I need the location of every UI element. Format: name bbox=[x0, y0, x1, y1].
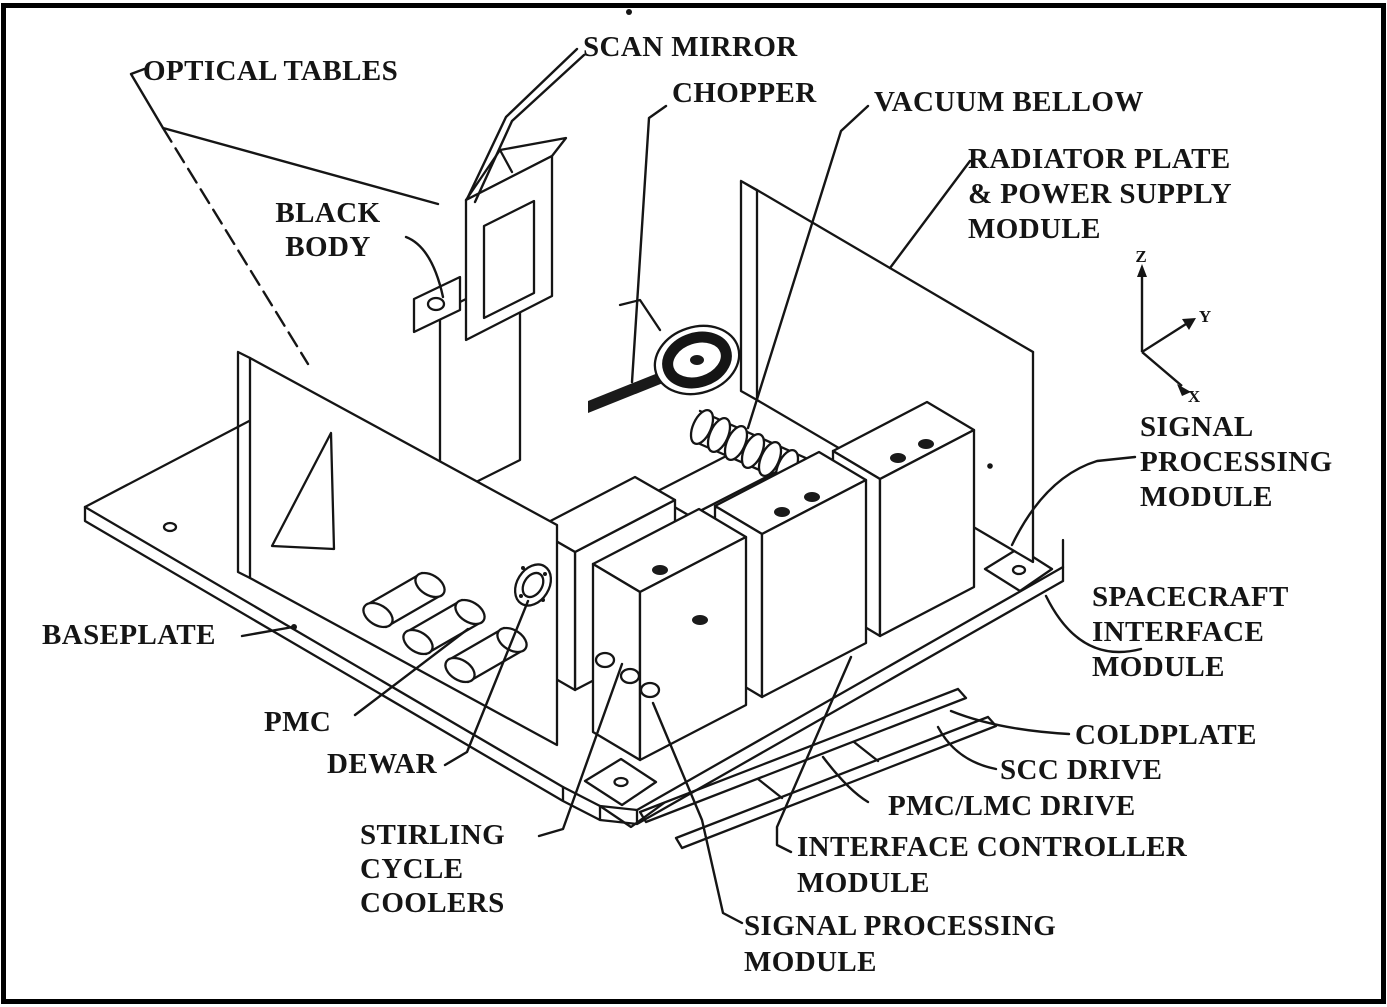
label-radiator-power-supply: RADIATOR PLATE & POWER SUPPLY MODULE bbox=[968, 143, 1232, 245]
leader-coldplate bbox=[949, 709, 1071, 736]
label-pmc: PMC bbox=[264, 706, 332, 738]
label-optical-tables: OPTICAL TABLES bbox=[143, 55, 399, 87]
leader-optical-tables-dashed bbox=[161, 126, 310, 366]
label-pmc-lmc-drive: PMC/LMC DRIVE bbox=[888, 790, 1136, 822]
figure-border bbox=[1, 3, 1386, 1004]
label-signal-processing-bottom: SIGNAL PROCESSING MODULE bbox=[744, 910, 1057, 978]
leader-scan-mirror-2 bbox=[473, 53, 586, 204]
leader-pmc-lmc-drive bbox=[821, 755, 870, 804]
axis-z-label: Z bbox=[1135, 247, 1146, 266]
label-scc-drive: SCC DRIVE bbox=[1000, 754, 1163, 786]
leader-spacecraft-interface bbox=[1044, 594, 1143, 654]
label-vacuum-bellow: VACUUM BELLOW bbox=[874, 86, 1144, 118]
label-spacecraft-interface-module: SPACECRAFT INTERFACE MODULE bbox=[1092, 581, 1289, 683]
axes-triad: Z Y X bbox=[1135, 247, 1211, 406]
leader-lines bbox=[129, 47, 1143, 925]
optical-table-front bbox=[236, 350, 559, 747]
instrument-drawing bbox=[83, 136, 1065, 850]
label-dewar: DEWAR bbox=[327, 748, 437, 780]
leader-signal-right bbox=[1010, 455, 1137, 547]
leader-pmc bbox=[353, 627, 470, 717]
label-baseplate: BASEPLATE bbox=[42, 619, 216, 651]
leader-dewar bbox=[443, 599, 530, 767]
leader-chopper bbox=[630, 104, 668, 384]
cooler-cylinders bbox=[362, 563, 661, 699]
leader-interface-controller bbox=[775, 655, 853, 854]
leader-scan-mirror bbox=[466, 47, 579, 199]
leader-vacuum-bellow bbox=[746, 104, 870, 430]
scan-mirror-tower bbox=[464, 136, 568, 342]
leader-baseplate bbox=[240, 625, 295, 638]
leader-stirling bbox=[537, 662, 624, 838]
baseplate-shape bbox=[83, 417, 1065, 829]
leader-black-body bbox=[404, 235, 445, 299]
label-black-body: BLACK BODY bbox=[275, 197, 381, 263]
scan-dot bbox=[626, 9, 632, 15]
chopper-wheel bbox=[618, 298, 741, 396]
leader-baseplate-dot bbox=[291, 624, 297, 630]
label-interface-controller-module: INTERFACE CONTROLLER MODULE bbox=[797, 831, 1188, 899]
leader-signal-bottom bbox=[651, 701, 744, 925]
label-scan-mirror: SCAN MIRROR bbox=[583, 31, 798, 63]
black-body-shape bbox=[412, 275, 462, 334]
axis-y-label: Y bbox=[1199, 307, 1211, 326]
label-stirling-cycle-coolers: STIRLING CYCLE COOLERS bbox=[360, 819, 506, 919]
leader-scc-drive bbox=[936, 725, 998, 771]
label-coldplate: COLDPLATE bbox=[1075, 719, 1257, 751]
leader-radiator bbox=[888, 159, 972, 270]
axis-x-label: X bbox=[1188, 387, 1201, 406]
label-signal-processing-right: SIGNAL PROCESSING MODULE bbox=[1140, 411, 1333, 513]
leader-optical-tables bbox=[129, 66, 440, 206]
label-chopper: CHOPPER bbox=[672, 77, 817, 109]
electronics-boxes bbox=[591, 400, 976, 762]
